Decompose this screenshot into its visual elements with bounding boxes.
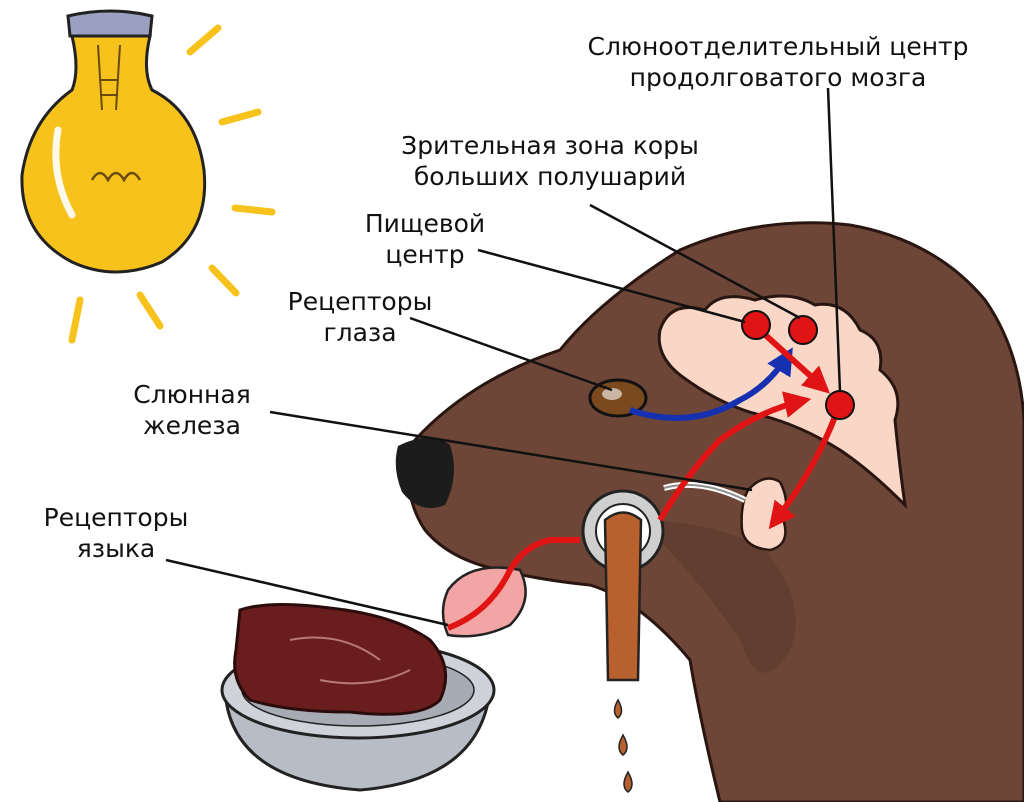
label-tongue-receptors: Рецепторы языка	[43, 503, 189, 563]
label-eye-receptors: Рецепторы глаза	[287, 287, 433, 347]
food-to-salivary-center-pathway	[759, 329, 831, 394]
label-salivary-center: Слюноотделительный центр продолговатого …	[587, 32, 969, 92]
label-salivary-gland: Слюнная железа	[133, 380, 251, 440]
light-bulb-icon	[20, 9, 276, 344]
label-visual-zone: Зрительная зона коры больших полушарий	[401, 131, 699, 191]
efferent-pathway	[768, 412, 839, 530]
visual-zone-dot	[788, 315, 818, 345]
meat	[233, 602, 448, 716]
label-food-center: Пищевой центр	[364, 209, 486, 269]
food-center-dot	[741, 310, 771, 340]
salivary-center-dot	[825, 390, 855, 420]
visual-pathway	[629, 347, 793, 421]
light-rays	[68, 24, 276, 344]
salivary-gland	[740, 477, 788, 552]
taste-pathway	[446, 400, 806, 631]
leader-lines	[165, 87, 842, 627]
saliva-tube	[581, 489, 665, 793]
